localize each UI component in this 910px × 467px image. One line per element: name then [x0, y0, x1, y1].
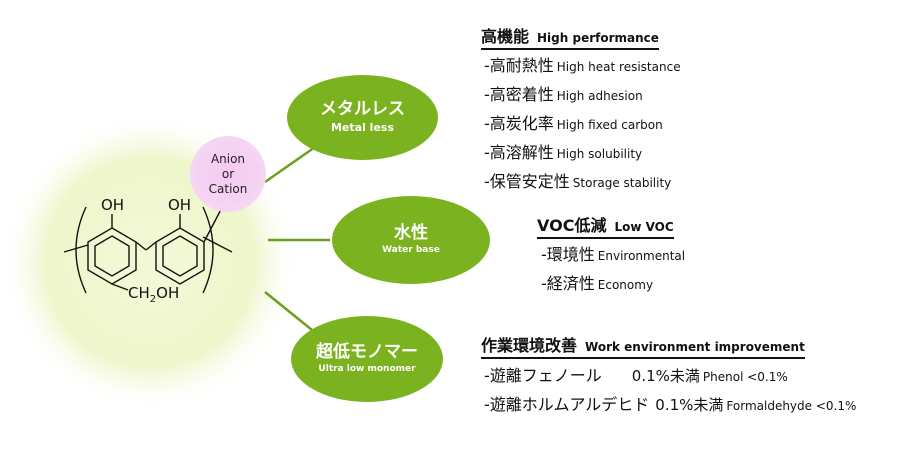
feature-water-base-en: Water base: [382, 245, 440, 256]
ion-line3: Cation: [208, 181, 248, 196]
feature-ultra-low-monomer-jp: 超低モノマー: [316, 342, 418, 363]
feature-ultra-low-monomer-en: Ultra low monomer: [318, 364, 416, 375]
bracket-left: [75, 206, 87, 294]
feature-metal-less-en: Metal less: [330, 121, 394, 135]
anion-cation-badge: Anion or Cation: [190, 136, 266, 212]
ion-line1: Anion: [210, 151, 246, 166]
feature-water-base: 水性 Water base: [332, 196, 490, 284]
ch2oh-label: CH2OH: [128, 284, 180, 305]
oh-label-left: OH: [101, 196, 125, 214]
feature-metal-less: メタルレス Metal less: [287, 75, 438, 160]
feature-water-base-jp: 水性: [394, 223, 428, 244]
oh-label-right: OH: [168, 196, 192, 214]
feature-metal-less-jp: メタルレス: [320, 99, 405, 120]
feature-ultra-low-monomer: 超低モノマー Ultra low monomer: [291, 316, 443, 402]
molecule-structure: [63, 195, 233, 294]
ion-line2: or: [221, 166, 235, 181]
connector-line-monomer: [264, 291, 313, 331]
connector-line-metal: [264, 143, 319, 184]
bracket-right: [202, 206, 214, 294]
